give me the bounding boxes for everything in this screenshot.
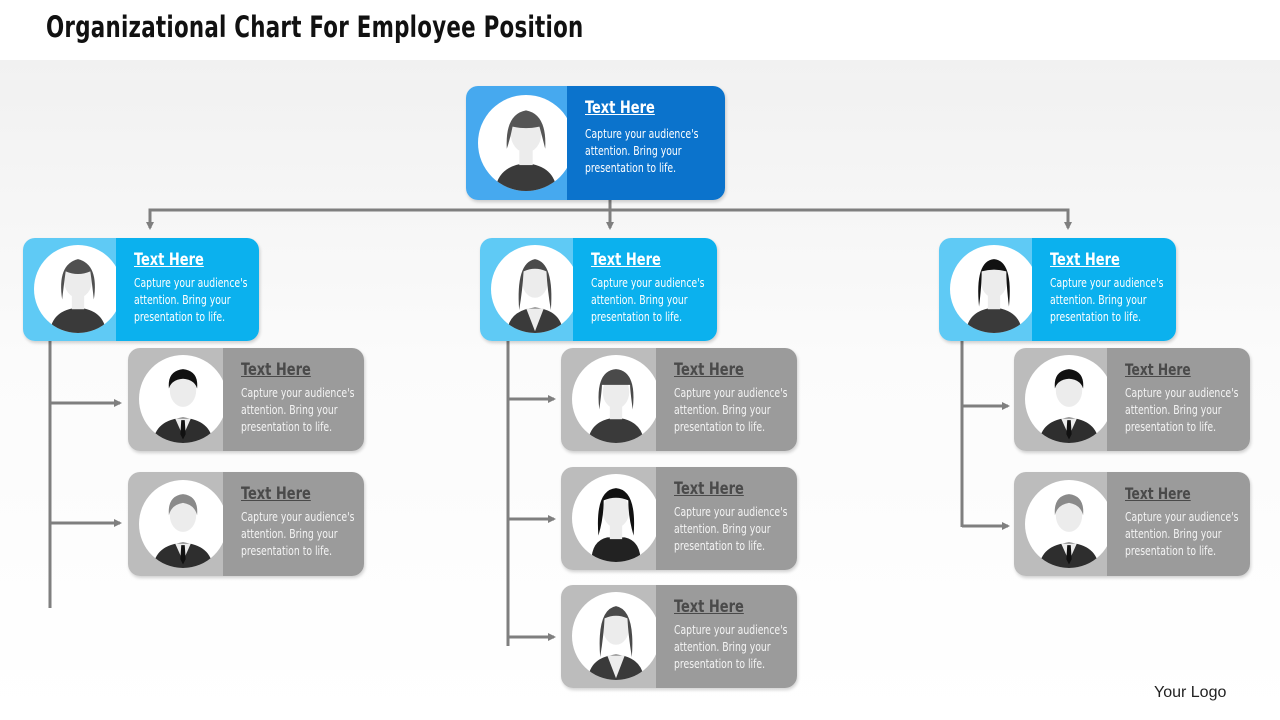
- node-description: Capture your audience's attention. Bring…: [1125, 510, 1239, 558]
- node-title: Text Here: [674, 360, 744, 380]
- node-description: Capture your audience's attention. Bring…: [585, 127, 699, 175]
- man-suit-tie-icon: [1025, 355, 1113, 443]
- node-left-2: Text Here Capture your audience's attent…: [128, 472, 364, 576]
- node-description: Capture your audience's attention. Bring…: [674, 623, 788, 671]
- node-title: Text Here: [241, 360, 311, 380]
- woman-long-hair-blazer-icon: [491, 245, 579, 333]
- node-title: Text Here: [585, 98, 655, 118]
- node-center-2: Text Here Capture your audience's attent…: [561, 467, 797, 570]
- woman-long-hair-blazer-icon: [572, 592, 660, 680]
- node-title: Text Here: [591, 250, 661, 270]
- node-right-1: Text Here Capture your audience's attent…: [1014, 348, 1250, 451]
- node-title: Text Here: [134, 250, 204, 270]
- woman-bangs-icon: [572, 355, 660, 443]
- node-description: Capture your audience's attention. Bring…: [591, 276, 705, 324]
- node-description: Capture your audience's attention. Bring…: [674, 505, 788, 553]
- woman-straight-hair-icon: [950, 245, 1038, 333]
- node-right-2: Text Here Capture your audience's attent…: [1014, 472, 1250, 576]
- woman-short-hair-icon: [478, 95, 574, 191]
- node-description: Capture your audience's attention. Bring…: [674, 386, 788, 434]
- node-title: Text Here: [674, 597, 744, 617]
- title-bar: [0, 0, 1280, 60]
- man-suit-tie-icon: [139, 355, 227, 443]
- node-description: Capture your audience's attention. Bring…: [134, 276, 248, 324]
- connector-top-to-right: [610, 208, 1072, 230]
- node-left: Text Here Capture your audience's attent…: [23, 238, 259, 341]
- node-title: Text Here: [1050, 250, 1120, 270]
- woman-bob-hair-icon: [34, 245, 122, 333]
- node-description: Capture your audience's attention. Bring…: [1050, 276, 1164, 324]
- node-right: Text Here Capture your audience's attent…: [939, 238, 1176, 341]
- node-center-1: Text Here Capture your audience's attent…: [561, 348, 797, 451]
- node-description: Capture your audience's attention. Bring…: [241, 386, 355, 434]
- node-description: Capture your audience's attention. Bring…: [241, 510, 355, 558]
- gray-haired-man-icon: [1025, 480, 1113, 568]
- node-center: Text Here Capture your audience's attent…: [480, 238, 717, 341]
- node-title: Text Here: [1125, 360, 1191, 379]
- gray-haired-man-icon: [139, 480, 227, 568]
- node-title: Text Here: [1125, 484, 1191, 503]
- node-description: Capture your audience's attention. Bring…: [1125, 386, 1239, 434]
- node-left-1: Text Here Capture your audience's attent…: [128, 348, 364, 451]
- connector-top-to-left: [146, 208, 610, 230]
- node-title: Text Here: [674, 479, 744, 499]
- page-title: Organizational Chart For Employee Positi…: [46, 10, 584, 44]
- node-center-3: Text Here Capture your audience's attent…: [561, 585, 797, 688]
- logo-text: Your Logo: [1154, 684, 1227, 701]
- node-title: Text Here: [241, 484, 311, 504]
- node-top: Text Here Capture your audience's attent…: [466, 86, 725, 200]
- woman-dark-hair-icon: [572, 474, 660, 562]
